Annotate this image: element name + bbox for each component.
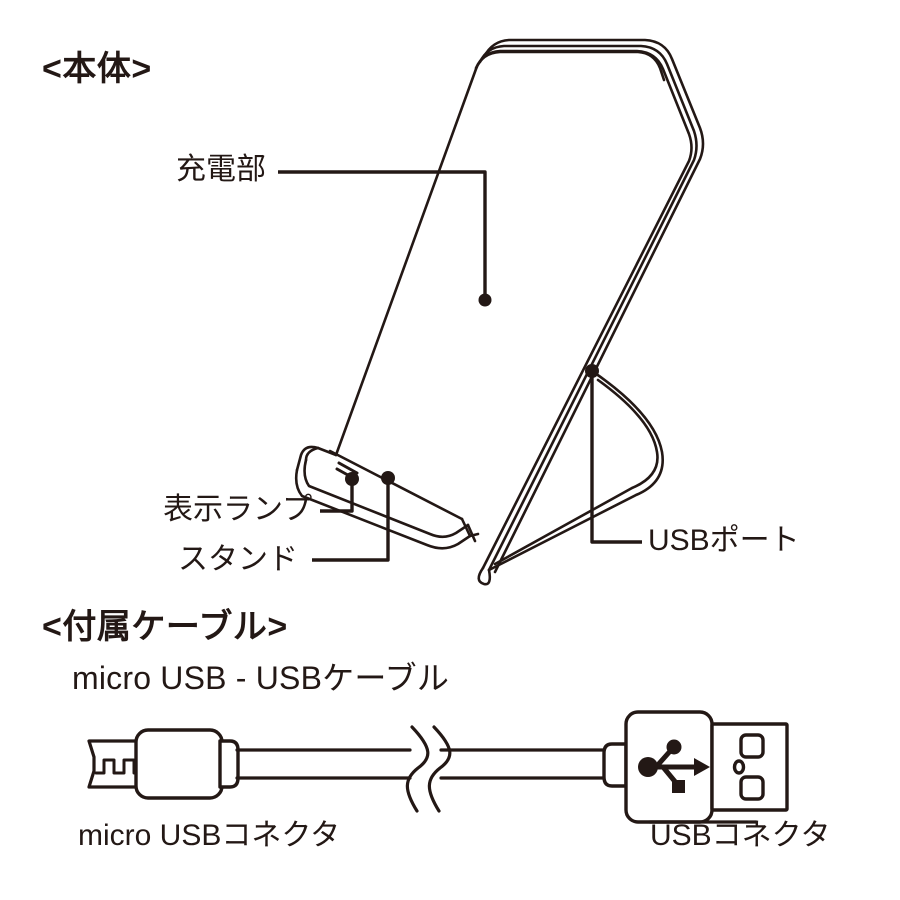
leader-dot-stand: [381, 471, 395, 485]
charging-panel-edge-inner: [474, 49, 693, 570]
charging-panel-edge-outer: [478, 44, 698, 572]
micro-usb-connector-body: [134, 728, 224, 800]
callout-label-stand: スタンド: [178, 543, 298, 576]
body-section-heading: <本体>: [42, 50, 152, 88]
cable-break-curve-1: [405, 725, 430, 813]
leader-stand: [312, 481, 390, 562]
charging-panel-bottom-tip: [477, 566, 492, 586]
stand-rear-support-leg-inner: [493, 378, 659, 566]
usb-a-shell-cutout-bottom: [739, 775, 765, 801]
connector-label-usb: USBコネクタ: [650, 819, 831, 852]
stand-foot-lip-under: [466, 523, 477, 543]
usb-a-strain-relief: [602, 742, 628, 788]
leader-dot-charging-area: [478, 293, 492, 307]
usb-a-shell-pinhole: [732, 759, 746, 775]
leader-usb-port: [590, 374, 642, 544]
micro-usb-strain-relief: [218, 739, 240, 789]
cable-title: micro USB - USBケーブル: [72, 660, 450, 696]
connector-label-micro-usb: micro USBコネクタ: [78, 819, 341, 852]
callout-label-usb-port: USBポート: [648, 524, 800, 557]
wireless-charger-stand-drawing: [294, 38, 705, 586]
callout-leaders: [278, 170, 642, 562]
cable-section-heading: <付属ケーブル>: [42, 608, 288, 646]
callout-label-indicator-lamp: 表示ランプ: [163, 493, 313, 526]
usb-trident-logo-icon: [638, 739, 710, 793]
stand-foot-lip: [460, 517, 480, 538]
leader-indicator-lamp: [320, 482, 354, 513]
leader-dot-usb-port: [585, 364, 599, 378]
usb-a-shell-cutout-top: [739, 733, 765, 759]
indicator-lamp-slot: [337, 461, 359, 475]
usb-a-metal-shell: [710, 722, 789, 812]
leader-dot-indicator-lamp: [345, 472, 359, 486]
stand-base-inner-contour: [303, 458, 470, 539]
cable-break-curve-2: [427, 725, 452, 813]
leader-charging-area: [278, 170, 487, 298]
micro-usb-plug-teeth: [94, 758, 148, 775]
stand-base-left-cap: [304, 446, 320, 462]
stand-base-outline: [294, 468, 472, 550]
cable-assembly-drawing: [87, 710, 789, 824]
callout-label-charging-area: 充電部: [176, 153, 266, 186]
stand-base-top-edge: [328, 449, 464, 521]
charging-panel-edge-mid: [482, 38, 705, 574]
stand-rear-support-leg: [487, 369, 664, 572]
